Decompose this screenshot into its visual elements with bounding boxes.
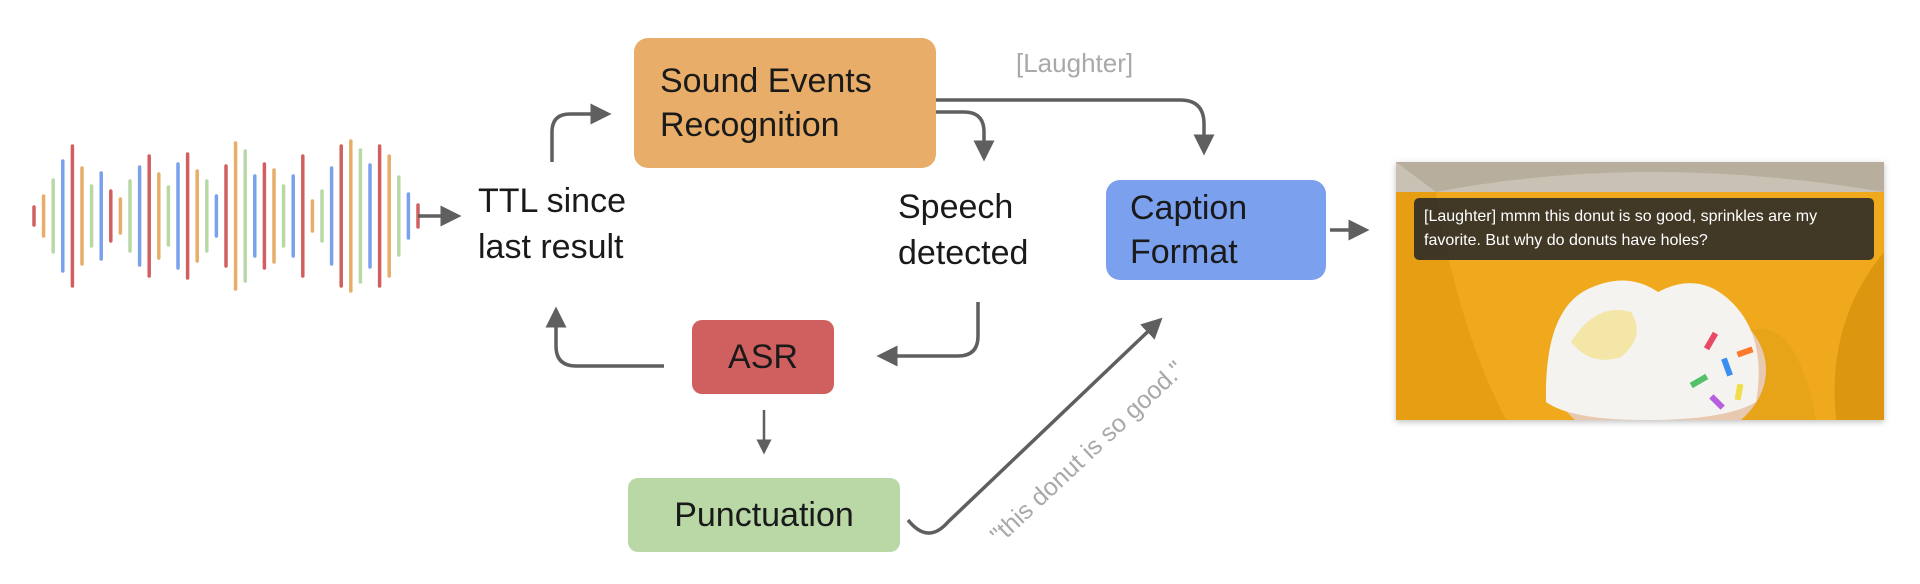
captioned-video-frame: [Laughter] mmm this donut is so good, sp… — [1396, 162, 1884, 420]
speech-detected-label: Speech detected — [898, 188, 1029, 272]
caption-overlay: [Laughter] mmm this donut is so good, sp… — [1414, 198, 1874, 260]
caption-format-line1: Caption — [1130, 189, 1248, 227]
caption-format-node: Caption Format — [1106, 180, 1326, 280]
punctuation-label: Punctuation — [674, 495, 854, 534]
asr-label: ASR — [728, 337, 798, 376]
arrow-speech-to-asr — [876, 302, 980, 367]
caption-format-line2: Format — [1130, 233, 1238, 271]
asr-node: ASR — [692, 320, 834, 394]
sound-events-line2: Recognition — [660, 106, 840, 144]
arrow-sound-events-to-speech — [936, 110, 995, 162]
audio-waveform-icon — [32, 139, 420, 293]
arrow-asr-to-ttl — [545, 306, 664, 368]
arrow-ttl-to-sound-events — [550, 103, 612, 162]
arrow-punctuation-to-caption — [906, 317, 1163, 535]
arrow-sound-events-to-caption — [936, 98, 1215, 156]
asr-snippet-label: "this donut is so good." — [985, 356, 1190, 550]
ttl-since-last-result-label: TTL since last result — [478, 182, 627, 266]
laughter-tag-label: [Laughter] — [1016, 48, 1134, 78]
sound-events-recognition-node: Sound Events Recognition — [634, 38, 936, 168]
sound-events-line1: Sound Events — [660, 62, 872, 100]
punctuation-node: Punctuation — [628, 478, 900, 552]
